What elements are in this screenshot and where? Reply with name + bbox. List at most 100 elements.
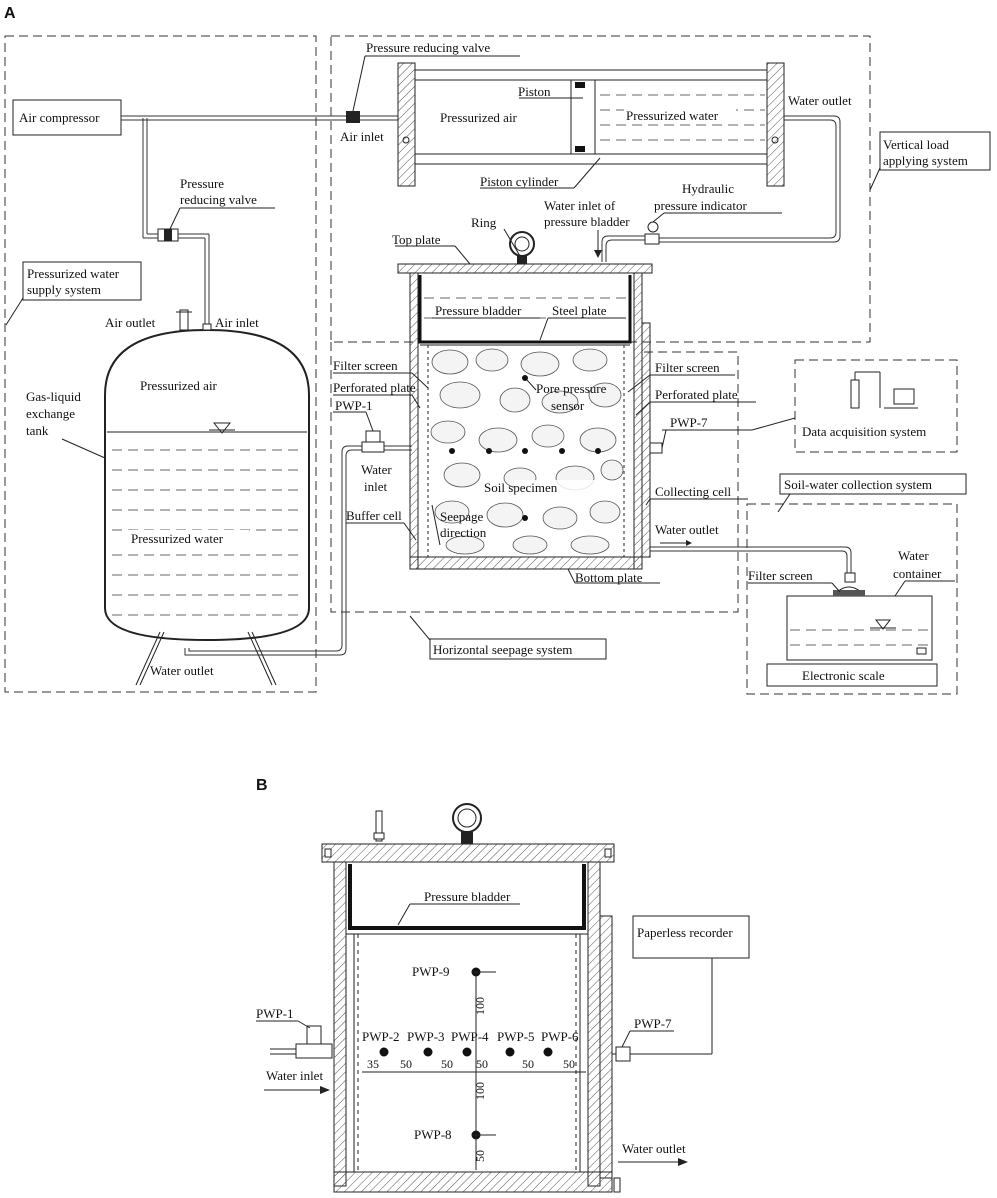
panel-b-pwp1-label: PWP-1 (256, 1006, 294, 1021)
panel-b-pwp7-sensor (615, 1046, 631, 1062)
water-container (786, 595, 933, 661)
dim-100-a: 100 (473, 997, 487, 1015)
collecting-cell-label: Collecting cell (655, 484, 732, 499)
pressure-reducing-valve-top (346, 111, 360, 123)
panel-b-water-inlet-label: Water inlet (266, 1068, 323, 1083)
pore-pressure-label-1: Pore pressure (536, 381, 607, 396)
water-inlet-label-2: inlet (364, 479, 387, 494)
pressure-reducing-valve-branch (164, 229, 172, 241)
gas-liquid-tank (104, 328, 310, 642)
air-compressor-label: Air compressor (19, 110, 100, 125)
hydraulic-label-2: pressure indicator (654, 198, 747, 213)
panel-b-bottom-plate (333, 1171, 613, 1193)
prv-label-1: Pressure (180, 176, 224, 191)
air-inlet-cylinder-label: Air inlet (340, 129, 384, 144)
water-inlet-bladder-label-1: Water inlet of (544, 198, 616, 213)
filter-screen-scale-label: Filter screen (748, 568, 813, 583)
filter-screen-right-label: Filter screen (655, 360, 720, 375)
piston-label: Piston (518, 84, 551, 99)
paperless-recorder-label: Paperless recorder (637, 925, 733, 940)
panel-b-left-wall (333, 861, 347, 1187)
water-outlet-cylinder-label: Water outlet (788, 93, 852, 108)
water-outlet-tank-label: Water outlet (150, 663, 214, 678)
soil-water-box (779, 473, 967, 495)
pwp9-label: PWP-9 (412, 964, 450, 979)
pw-supply-label-1: Pressurized water (27, 266, 120, 281)
panel-b-top-plate (321, 843, 615, 863)
vertical-load-label-1: Vertical load (883, 137, 950, 152)
pwp1-label: PWP-1 (335, 398, 373, 413)
electronic-scale-label: Electronic scale (802, 668, 885, 683)
ring-label: Ring (471, 215, 497, 230)
pw-supply-box (22, 261, 142, 301)
soil-water-collection-boundary (746, 503, 958, 695)
panel-b-letter: B (256, 777, 268, 794)
seepage-label-1: Seepage (440, 509, 484, 524)
soil-water-label: Soil-water collection system (784, 477, 932, 492)
panel-b-right-wall (587, 861, 601, 1187)
steel-plate-label: Steel plate (552, 303, 607, 318)
seepage-label-2: direction (440, 525, 487, 540)
soil-specimen-label: Soil specimen (484, 480, 558, 495)
air-inlet-tank-label: Air inlet (215, 315, 259, 330)
pwp6-label: PWP-6 (541, 1029, 579, 1044)
dim-50-d: 50 (522, 1057, 534, 1071)
data-acquisition-boundary (794, 359, 958, 453)
paperless-recorder-box (632, 915, 750, 959)
pore-pressure-sensors (449, 375, 601, 521)
pressurized-water-tank-label: Pressurized water (131, 531, 224, 546)
pressurized-water-cylinder-label: Pressurized water (626, 108, 719, 123)
top-plate-label: Top plate (392, 232, 441, 247)
dim-50-e: 50 (563, 1057, 575, 1071)
electronic-scale-box (766, 663, 938, 687)
computer-monitor (893, 388, 915, 405)
pwp8-label: PWP-8 (414, 1127, 452, 1142)
vertical-load-label-2: applying system (883, 153, 968, 168)
water-inlet-label-1: Water (361, 462, 392, 477)
dim-50-v: 50 (473, 1150, 487, 1162)
water-container-label-1: Water (898, 548, 929, 563)
pressure-bladder (418, 275, 632, 344)
perforated-plate-right-label: Perforated plate (655, 387, 738, 402)
hydraulic-pressure-indicator (647, 221, 659, 233)
top-plate (397, 263, 653, 274)
horizontal-seepage-label: Horizontal seepage system (433, 642, 572, 657)
pwp4-label: PWP-4 (451, 1029, 489, 1044)
data-logger-unit (850, 379, 860, 409)
bottom-plate (409, 556, 643, 570)
gas-liquid-label-1: Gas-liquid (26, 389, 81, 404)
panel-b-pwp7-label: PWP-7 (634, 1016, 672, 1031)
horizontal-seepage-box (429, 638, 607, 660)
gas-liquid-label-3: tank (26, 423, 49, 438)
panel-b-pressure-bladder (348, 864, 586, 930)
left-wall (409, 272, 419, 570)
pressurized-water-supply-boundary (4, 35, 317, 693)
pwp5-label: PWP-5 (497, 1029, 535, 1044)
right-wall (633, 272, 643, 570)
pressurized-air-cylinder-label: Pressurized air (440, 110, 518, 125)
panel-b-right-perforated-plate (575, 934, 581, 1172)
bottom-plate-label: Bottom plate (575, 570, 643, 585)
perforated-plate-left-label: Perforated plate (333, 380, 416, 395)
buffer-cell-label: Buffer cell (346, 508, 402, 523)
pwp7-label: PWP-7 (670, 415, 708, 430)
panel-b-water-outlet-label: Water outlet (622, 1141, 686, 1156)
pressure-reducing-valve-top-label: Pressure reducing valve (366, 40, 490, 55)
air-compressor-box (12, 99, 122, 136)
pwp3-label: PWP-3 (407, 1029, 445, 1044)
gas-liquid-label-2: exchange (26, 406, 75, 421)
piston (570, 79, 596, 155)
water-container-label-2: container (893, 566, 942, 581)
air-outlet-label: Air outlet (105, 315, 156, 330)
cylinder-left-flange (397, 62, 416, 187)
dim-50-c: 50 (476, 1057, 488, 1071)
water-inlet-bladder-label-2: pressure bladder (544, 214, 630, 229)
dim-50-a: 50 (400, 1057, 412, 1071)
dim-35: 35 (367, 1057, 379, 1071)
hydraulic-label-1: Hydraulic (682, 181, 734, 196)
horizontal-seepage-boundary (330, 342, 739, 613)
piston-cylinder-label: Piston cylinder (480, 174, 559, 189)
vertical-load-box (879, 131, 991, 171)
prv-label-2: reducing valve (180, 192, 257, 207)
